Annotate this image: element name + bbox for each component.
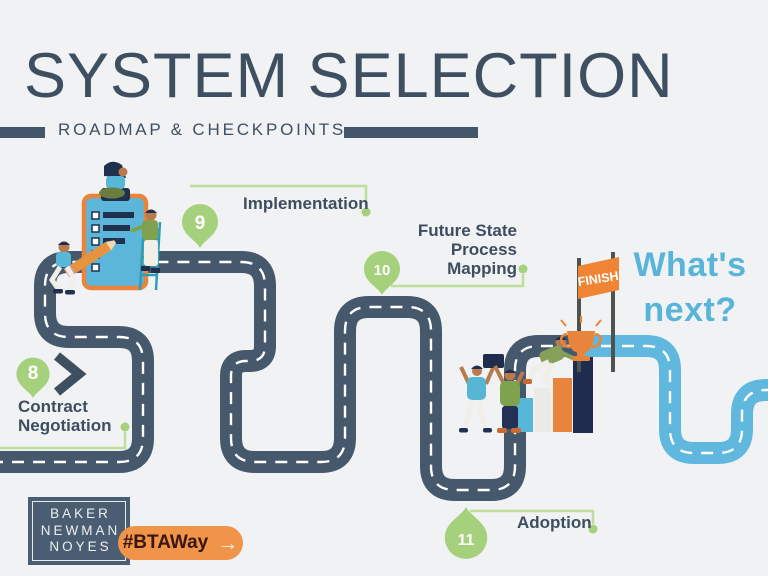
checkpoint-pin-11: 11 [444,507,488,559]
logo-line1: BAKER [50,506,111,522]
finish-flag: FINISH [577,257,620,299]
page-title: SYSTEM SELECTION [24,41,674,111]
whats-next-line1: What's [633,246,747,284]
chevron-right-icon [53,352,87,396]
finish-flag-text: FINISH [577,269,620,289]
logo-inner-border: BAKER NEWMAN NOYES [32,501,126,561]
baker-newman-noyes-logo: BAKER NEWMAN NOYES [28,497,130,565]
whats-next-text: What's next? [622,243,758,333]
label-implementation: Implementation [243,194,369,213]
pin-number-10: 10 [374,262,391,279]
subtitle-right-bar [344,127,478,138]
pin-number-8: 8 [28,363,39,384]
connector-implementation [190,184,368,207]
person-pencil-figure [49,239,119,295]
person-cheering-blue [459,365,495,433]
bar-orange [553,378,572,432]
pin-number-9: 9 [195,213,206,234]
finish-pole-left [577,258,581,372]
subtitle-left-bar [0,127,45,138]
checkpoint-pin-8: 8 [16,357,50,398]
label-line: Mapping [447,259,517,278]
connector-lines [0,184,595,524]
checkpoint-pin-9: 9 [182,204,218,248]
label-line: Contract [18,397,88,416]
person-sitting-figure [99,161,128,199]
arrow-right-icon: → [217,531,239,555]
label-line: Negotiation [18,416,112,435]
pin-number-11: 11 [458,532,475,549]
trophy-icon [559,316,603,361]
clipboard-illustration [49,161,162,295]
whats-next-line2: next? [643,291,737,329]
label-future-state-process-mapping: Future State Process Mapping [418,221,517,278]
person-climbing-figure [130,209,160,273]
celebration-illustration: FINISH [459,252,619,433]
finish-pole-right [611,252,615,372]
label-contract-negotiation: Contract Negotiation [18,397,112,435]
subtitle: ROADMAP & CHECKPOINTS [58,120,347,139]
checkpoint-pin-10: 10 [364,251,400,295]
logo-line2: NEWMAN [40,522,121,538]
label-adoption: Adoption [517,513,592,532]
hashtag-label: #BTAWay [122,532,209,553]
connector-future-state [391,274,525,288]
connector-dots [120,207,598,534]
label-line: Process [450,240,517,259]
hashtag-badge: #BTAWay → [118,526,243,560]
sparkle-icon [560,316,602,327]
bar-white [534,388,551,432]
logo-line3: NOYES [49,539,112,555]
person-cheering-green [483,354,525,433]
label-line: Future State [417,221,517,240]
connector-adoption [470,509,595,524]
bar-navy [573,357,593,433]
road-future-blue [580,335,768,464]
connector-contract [0,432,127,450]
road-dark [0,251,586,501]
